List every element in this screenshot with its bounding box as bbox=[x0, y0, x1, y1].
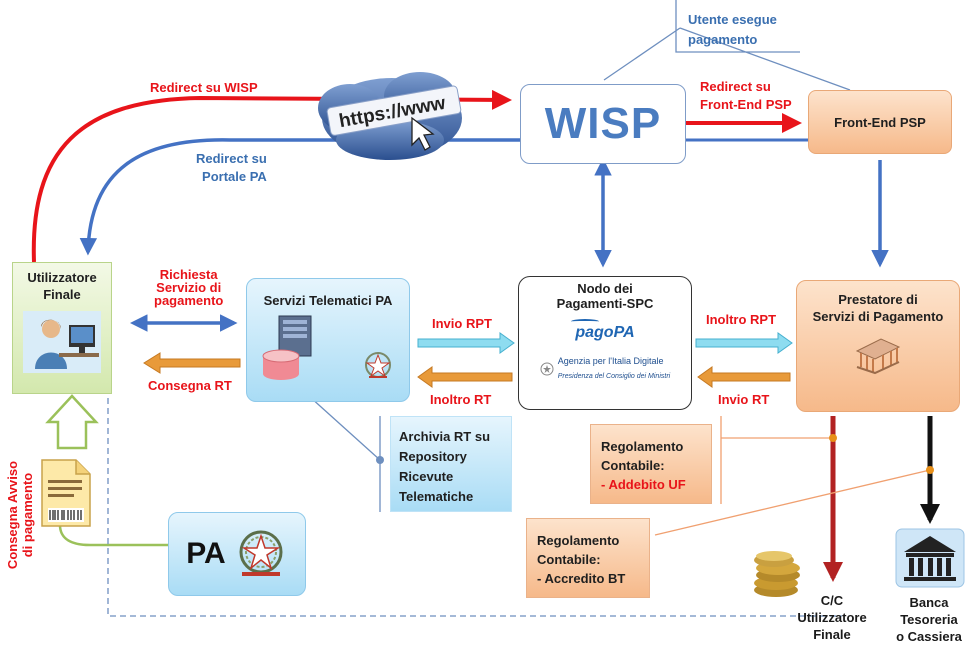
label-redirect-portale-1: Redirect su bbox=[196, 151, 267, 166]
frontend-psp-label: Front-End PSP bbox=[834, 114, 926, 130]
reg-bt-line2: Contabile: bbox=[537, 552, 601, 567]
nodo-pagamenti-node: Nodo dei Pagamenti-SPC pagoPA Agenzia pe… bbox=[518, 276, 692, 410]
archivia-line3: Ricevute bbox=[399, 469, 454, 484]
bank-building-icon bbox=[895, 528, 965, 588]
prestatore-node: Prestatore di Servizi di Pagamento bbox=[796, 280, 960, 412]
edge-inoltro-rpt bbox=[695, 332, 793, 354]
edge-invio-rt bbox=[697, 366, 791, 388]
label-consegna-avviso-1: Consegna Avviso bbox=[5, 460, 20, 570]
cc-line1: C/C bbox=[820, 593, 844, 608]
label-richiesta-2: Servizio di bbox=[156, 280, 222, 295]
edge-inoltro-rt bbox=[417, 366, 513, 388]
label-consegna-avviso: Consegna Avviso di pagamento bbox=[5, 459, 35, 571]
archivia-line2: Repository bbox=[399, 449, 467, 464]
wisp-label: WISP bbox=[544, 99, 662, 148]
utente-note-line1: Utente esegue bbox=[688, 12, 777, 27]
banca-line3: o Cassiera bbox=[896, 629, 962, 644]
label-redirect-portale-2: Portale PA bbox=[202, 169, 267, 184]
reg-bt-line1: Regolamento bbox=[537, 533, 620, 548]
utilizzatore-line2: Finale bbox=[43, 287, 81, 302]
database-server-icon bbox=[262, 315, 312, 380]
label-richiesta-1: Richiesta bbox=[159, 267, 218, 282]
edge-redirect-wisp bbox=[31, 89, 512, 263]
label-inoltro-rpt: Inoltro RPT bbox=[706, 312, 777, 327]
cc-line3: Finale bbox=[813, 627, 851, 642]
operator-person-icon bbox=[23, 311, 101, 373]
pagopa-logo: pagoPA bbox=[571, 319, 635, 341]
avviso-document-icon bbox=[41, 459, 91, 527]
prestatore-line2: Servizi di Pagamento bbox=[812, 309, 944, 324]
banca-line1: Banca bbox=[909, 595, 949, 610]
edge-dashed-return bbox=[107, 398, 842, 617]
archivia-line1: Archivia RT su bbox=[399, 429, 491, 444]
reg-addebito-node: Regolamento Contabile: - Addebito UF bbox=[590, 424, 712, 504]
agid-name: Agenzia per l'Italia Digitale bbox=[557, 356, 664, 366]
italian-emblem-icon bbox=[365, 352, 391, 378]
archivia-dot bbox=[376, 456, 384, 464]
utilizzatore-line1: Utilizzatore bbox=[27, 270, 97, 285]
agid-sub: Presidenza del Consiglio dei Ministri bbox=[557, 373, 671, 380]
archivia-line4: Telematiche bbox=[399, 489, 474, 504]
reg-bt-line3: - Accredito BT bbox=[537, 571, 626, 586]
frontend-psp-node: Front-End PSP bbox=[808, 90, 952, 154]
utilizzatore-node: Utilizzatore Finale bbox=[12, 262, 112, 394]
banca-line2: Tesoreria bbox=[900, 612, 958, 627]
reg-bt-dot bbox=[926, 466, 934, 474]
edge-reg-uf bbox=[720, 416, 833, 504]
edge-utente-note bbox=[603, 0, 851, 91]
reg-uf-line2: Contabile: bbox=[601, 458, 665, 473]
label-redirect-psp-2: Front-End PSP bbox=[700, 97, 792, 112]
label-consegna-avviso-2: di pagamento bbox=[20, 472, 35, 558]
reg-uf-dot bbox=[829, 434, 837, 442]
pa-node: PA bbox=[168, 512, 306, 596]
servizi-label: Servizi Telematici PA bbox=[263, 293, 393, 308]
label-invio-rt: Invio RT bbox=[718, 392, 770, 407]
edge-consegna-rt bbox=[143, 352, 241, 374]
utente-note: Utente esegue pagamento bbox=[688, 10, 777, 50]
cc-line2: Utilizzatore bbox=[797, 610, 867, 625]
edge-avviso-utilizzatore bbox=[45, 394, 99, 450]
pa-label: PA bbox=[186, 537, 226, 570]
label-redirect-psp: Redirect su Front-End PSP bbox=[700, 78, 792, 114]
label-redirect-psp-1: Redirect su bbox=[700, 79, 771, 94]
edge-pa-avviso bbox=[58, 524, 172, 547]
label-inoltro-rt: Inoltro RT bbox=[430, 392, 492, 407]
agid-emblem-icon bbox=[540, 362, 554, 376]
nodo-line1: Nodo dei bbox=[577, 281, 633, 296]
reg-uf-line1: Regolamento bbox=[601, 439, 684, 454]
internet-cloud-icon: https://www bbox=[318, 72, 462, 160]
edge-servizi-archivia bbox=[299, 387, 381, 512]
wisp-node: WISP bbox=[520, 84, 686, 164]
label-redirect-portale: Redirect su Portale PA bbox=[196, 150, 267, 186]
edge-invio-rpt bbox=[417, 332, 515, 354]
label-richiesta: Richiesta Servizio di pagamento bbox=[154, 268, 223, 307]
edge-reg-bt bbox=[654, 469, 931, 536]
label-consegna-rt: Consegna RT bbox=[148, 378, 232, 393]
reg-accredito-node: Regolamento Contabile: - Accredito BT bbox=[526, 518, 650, 598]
utente-note-line2: pagamento bbox=[688, 32, 758, 47]
archivia-rt-node: Archivia RT su Repository Ricevute Telem… bbox=[390, 416, 512, 512]
coins-icon bbox=[754, 551, 800, 597]
label-richiesta-3: pagamento bbox=[154, 293, 224, 308]
servizi-telematici-node: Servizi Telematici PA bbox=[246, 278, 410, 402]
edge-redirect-portale bbox=[79, 138, 520, 256]
banca-label: Banca Tesoreria o Cassiera bbox=[888, 594, 970, 645]
bank-icon bbox=[855, 338, 901, 375]
prestatore-line1: Prestatore di bbox=[838, 292, 918, 307]
pagopa-logo-text: pagoPA bbox=[575, 324, 635, 341]
cc-label: C/C Utilizzatore Finale bbox=[790, 592, 874, 643]
reg-uf-line3: - Addebito UF bbox=[601, 477, 686, 492]
label-invio-rpt: Invio RPT bbox=[432, 316, 492, 331]
nodo-line2: Pagamenti-SPC bbox=[556, 296, 654, 311]
italian-emblem-icon-pa bbox=[239, 530, 283, 576]
label-redirect-wisp: Redirect su WISP bbox=[150, 80, 258, 95]
